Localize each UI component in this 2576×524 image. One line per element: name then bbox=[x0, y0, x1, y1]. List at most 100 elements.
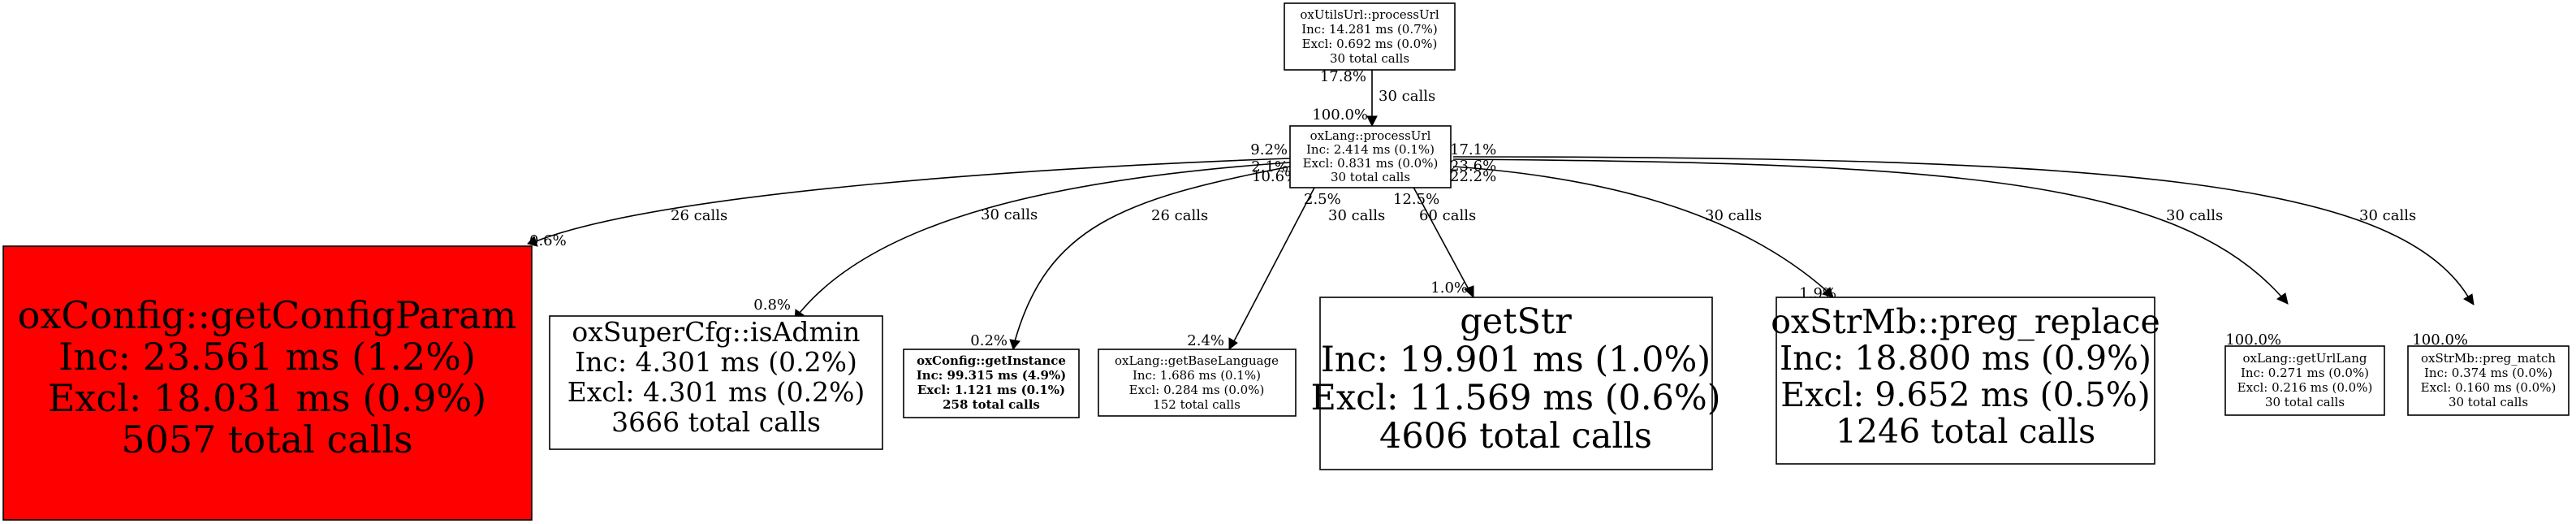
edge-calls-label: 30 calls bbox=[2359, 207, 2416, 224]
edge-to-pregmatch[interactable]: 30 calls 17.1% 100.0% bbox=[1450, 141, 2475, 349]
edge-line bbox=[1452, 158, 2282, 297]
node-inclusive-time: Inc: 4.301 ms (0.2%) bbox=[575, 346, 857, 378]
node-oxstrmb-pregreplace[interactable]: oxStrMb::preg_replace Inc: 18.800 ms (0.… bbox=[1771, 297, 2160, 465]
edge-line bbox=[535, 158, 1291, 242]
edge-line bbox=[1014, 166, 1291, 342]
node-inclusive-time: Inc: 0.271 ms (0.0%) bbox=[2241, 366, 2369, 380]
arrowhead-icon bbox=[527, 236, 538, 247]
edge-calls-label: 30 calls bbox=[1328, 207, 1385, 224]
node-exclusive-time: Excl: 0.831 ms (0.0%) bbox=[1303, 156, 1439, 171]
node-exclusive-time: Excl: 0.692 ms (0.0%) bbox=[1302, 37, 1438, 51]
edge-head-percent: 100.0% bbox=[2225, 331, 2281, 349]
node-exclusive-time: Excl: 11.569 ms (0.6%) bbox=[1310, 378, 1720, 418]
node-function-name: oxStrMb::preg_match bbox=[2421, 351, 2556, 366]
edge-tail-percent: 9.2% bbox=[1250, 141, 1288, 158]
node-function-name: oxSuperCfg::isAdmin bbox=[572, 316, 860, 348]
edge-tail-percent: 23.6% bbox=[1450, 158, 1496, 175]
edge-tail-percent: 2.5% bbox=[1304, 191, 1341, 208]
arrowhead-icon bbox=[1464, 285, 1474, 299]
node-oxconfig-getinstance[interactable]: oxConfig::getInstance Inc: 99.315 ms (4.… bbox=[903, 349, 1080, 418]
node-inclusive-time: Inc: 0.374 ms (0.0%) bbox=[2424, 366, 2552, 380]
edge-line bbox=[1452, 166, 1827, 292]
edge-to-geturllang[interactable]: 30 calls 23.6% 100.0% bbox=[1450, 158, 2289, 349]
node-function-name: oxStrMb::preg_replace bbox=[1771, 302, 2160, 341]
node-total-calls: 30 total calls bbox=[1330, 51, 1409, 66]
edge-head-percent: 100.0% bbox=[1312, 106, 1368, 123]
edge-calls-label: 30 calls bbox=[1705, 207, 1762, 224]
edge-to-getconfigparam[interactable]: 26 calls 9.2% 0.6% bbox=[527, 141, 1291, 249]
node-function-name: getStr bbox=[1460, 301, 1572, 342]
edge-tail-percent: 22.2% bbox=[1450, 168, 1496, 185]
node-box bbox=[1319, 297, 1713, 470]
edge-head-percent: 1.0% bbox=[1430, 279, 1468, 297]
edge-line bbox=[799, 162, 1291, 314]
node-oxlang-getbaselanguage[interactable]: oxLang::getBaseLanguage Inc: 1.686 ms (0… bbox=[1098, 349, 1297, 417]
node-function-name: oxLang::processUrl bbox=[1310, 128, 1431, 143]
node-function-name: oxConfig::getInstance bbox=[917, 353, 1066, 368]
edge-calls-label: 60 calls bbox=[1419, 207, 1476, 224]
node-total-calls: 4606 total calls bbox=[1379, 416, 1652, 457]
edge-calls-label: 26 calls bbox=[1151, 207, 1208, 224]
node-exclusive-time: Excl: 1.121 ms (0.1%) bbox=[917, 383, 1065, 397]
node-total-calls: 30 total calls bbox=[1331, 170, 1410, 184]
node-oxconfig-getconfigparam[interactable]: oxConfig::getConfigParam Inc: 23.561 ms … bbox=[2, 245, 533, 521]
node-box bbox=[1289, 125, 1452, 188]
edge-head-percent: 0.6% bbox=[529, 232, 567, 249]
edge-head-percent: 100.0% bbox=[2412, 331, 2468, 349]
node-inclusive-time: Inc: 23.561 ms (1.2%) bbox=[58, 335, 476, 379]
edge-head-percent: 0.2% bbox=[970, 332, 1008, 349]
node-getstr[interactable]: getStr Inc: 19.901 ms (1.0%) Excl: 11.56… bbox=[1310, 297, 1721, 470]
node-box bbox=[2224, 345, 2385, 416]
edge-tail-percent: 12.5% bbox=[1393, 191, 1439, 208]
node-function-name: oxLang::getUrlLang bbox=[2242, 351, 2367, 366]
node-box bbox=[1284, 2, 1456, 71]
node-total-calls: 3666 total calls bbox=[611, 406, 821, 438]
edge-to-getstr[interactable]: 60 calls 12.5% 1.0% bbox=[1393, 170, 1476, 299]
node-oxlang-geturllang[interactable]: oxLang::getUrlLang Inc: 0.271 ms (0.0%) … bbox=[2224, 345, 2385, 416]
node-function-name: oxConfig::getConfigParam bbox=[18, 293, 516, 337]
edge-calls-label: 30 calls bbox=[981, 206, 1038, 223]
node-inclusive-time: Inc: 19.901 ms (1.0%) bbox=[1321, 340, 1711, 380]
edge-tail-percent: 2.1% bbox=[1251, 158, 1288, 175]
edge-head-percent: 0.8% bbox=[753, 297, 791, 314]
node-function-name: oxLang::getBaseLanguage bbox=[1115, 353, 1279, 368]
node-exclusive-time: Excl: 4.301 ms (0.2%) bbox=[567, 376, 865, 408]
arrowhead-icon bbox=[2276, 292, 2289, 305]
edge-tail-percent: 17.1% bbox=[1450, 141, 1496, 158]
node-oxsupercfg-isadmin[interactable]: oxSuperCfg::isAdmin Inc: 4.301 ms (0.2%)… bbox=[549, 315, 883, 450]
arrowhead-icon bbox=[1366, 115, 1378, 128]
edge-line bbox=[1233, 170, 1324, 342]
node-total-calls: 30 total calls bbox=[2449, 395, 2528, 409]
edge-to-pregreplace[interactable]: 30 calls 22.2% 1.9% bbox=[1450, 166, 1836, 302]
edge-head-percent: 2.4% bbox=[1187, 332, 1224, 349]
node-inclusive-time: Inc: 14.281 ms (0.7%) bbox=[1301, 22, 1438, 37]
node-total-calls: 30 total calls bbox=[2265, 395, 2345, 409]
node-box bbox=[2407, 345, 2570, 416]
node-box bbox=[1098, 349, 1297, 417]
node-box bbox=[2, 245, 533, 521]
arrowhead-icon bbox=[2463, 293, 2475, 305]
edge-to-isadmin[interactable]: 30 calls 2.1% 0.8% bbox=[753, 158, 1291, 321]
edge-to-getbaselanguage[interactable]: 30 calls 2.5% 2.4% bbox=[1187, 170, 1385, 351]
node-oxlang-processurl[interactable]: oxLang::processUrl Inc: 2.414 ms (0.1%) … bbox=[1289, 125, 1452, 188]
node-exclusive-time: Excl: 0.160 ms (0.0%) bbox=[2421, 380, 2557, 395]
node-oxstrmb-pregmatch[interactable]: oxStrMb::preg_match Inc: 0.374 ms (0.0%)… bbox=[2407, 345, 2570, 416]
node-inclusive-time: Inc: 1.686 ms (0.1%) bbox=[1133, 368, 1261, 383]
node-inclusive-time: Inc: 2.414 ms (0.1%) bbox=[1306, 142, 1435, 157]
edge-calls-label: 26 calls bbox=[671, 207, 727, 224]
node-exclusive-time: Excl: 0.216 ms (0.0%) bbox=[2237, 380, 2373, 395]
edge-to-getinstance[interactable]: 26 calls 10.6% 0.2% bbox=[970, 166, 1298, 351]
edge-processurl-to-lang-processurl[interactable]: 30 calls 17.8% 100.0% bbox=[1312, 68, 1435, 128]
node-oxutilsurl-processurl[interactable]: oxUtilsUrl::processUrl Inc: 14.281 ms (0… bbox=[1284, 2, 1456, 71]
node-total-calls: 1246 total calls bbox=[1836, 412, 2095, 451]
edge-line bbox=[1452, 156, 2469, 297]
node-exclusive-time: Excl: 0.284 ms (0.0%) bbox=[1129, 383, 1265, 397]
node-total-calls: 152 total calls bbox=[1153, 397, 1241, 412]
node-total-calls: 5057 total calls bbox=[121, 418, 412, 461]
arrowhead-icon bbox=[1009, 339, 1020, 351]
edge-tail-percent: 10.6% bbox=[1252, 168, 1298, 185]
node-total-calls: 258 total calls bbox=[943, 397, 1040, 412]
arrowhead-icon bbox=[1822, 287, 1834, 298]
arrowhead-icon bbox=[1228, 337, 1238, 351]
